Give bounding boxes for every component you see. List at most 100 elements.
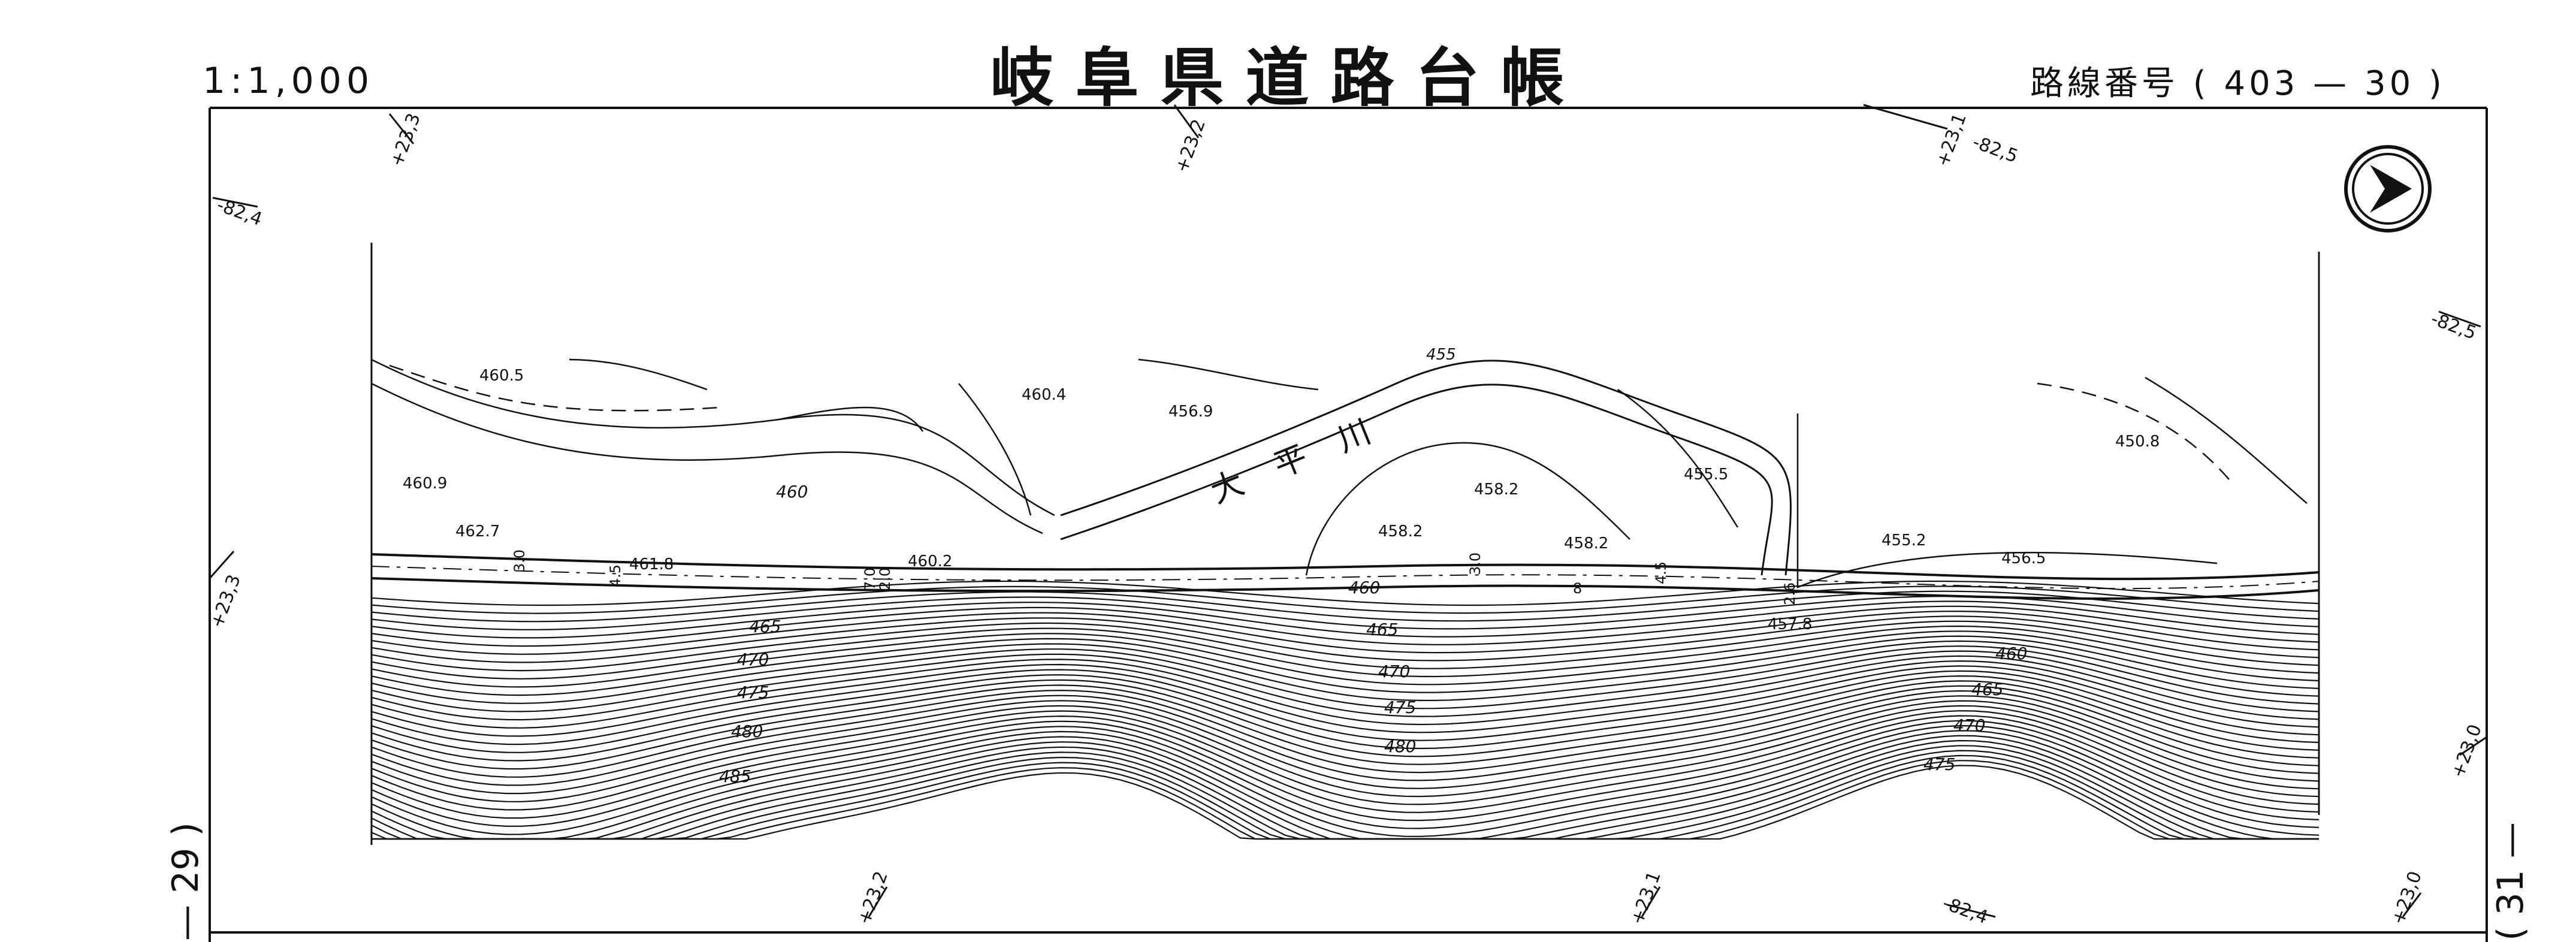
contour-line: [371, 680, 2320, 770]
width-mark: 8: [1573, 580, 1582, 597]
elevation-label: 458.2: [1378, 523, 1423, 541]
contour-line: [371, 715, 2320, 827]
contour-line: [371, 590, 2320, 623]
contour-line: [371, 675, 2320, 762]
contour-line: [371, 655, 2320, 729]
width-mark: 4.5: [1653, 561, 1669, 584]
width-mark: 3.0: [1467, 552, 1484, 575]
contour-line: [371, 630, 2320, 688]
contour-label: 470: [737, 650, 769, 669]
grid-label: -82,4: [214, 195, 265, 230]
road: [371, 553, 2320, 600]
contour-label: 460: [1995, 644, 2027, 663]
elevation-label: 460.9: [403, 475, 447, 493]
contour-line: [372, 765, 2319, 840]
elevation-label: 460.4: [1022, 386, 1066, 404]
contour-label: 470: [1953, 715, 1985, 735]
contour-line: [371, 700, 2320, 802]
terrain-lines: [371, 358, 2308, 588]
map-scale: 1:1,000: [203, 60, 375, 102]
elevation-label: 460.5: [479, 367, 524, 385]
contour-line: [371, 660, 2320, 737]
grid-label: +23,2: [1171, 116, 1210, 175]
elevation-label: 457.8: [1768, 615, 1812, 633]
elevation-label: 462.7: [455, 523, 500, 541]
contour-label: 460: [776, 482, 808, 502]
grid-label: +23,0: [2388, 868, 2426, 927]
grid-label: +23,1: [1627, 868, 1665, 927]
grid-label: -82,4: [1940, 893, 1991, 928]
contour-line: [371, 585, 2320, 614]
contour-line: [371, 705, 2320, 811]
contour-label: 465: [1971, 680, 2003, 699]
contour-line: [371, 685, 2320, 778]
contour-line: [371, 620, 2320, 672]
elevation-label: 450.8: [2115, 433, 2160, 451]
elevation-label: 455.2: [1882, 532, 1926, 550]
elevation-label: 460.2: [908, 552, 952, 570]
contour-label: 475: [1384, 698, 1416, 717]
grid-label: +23,2: [854, 868, 892, 927]
contour-line: [371, 605, 2320, 647]
width-mark: 2.6: [1781, 582, 1798, 605]
contour-line: [371, 580, 2320, 606]
contour-line: [371, 735, 2319, 840]
elevation-label: 456.5: [2001, 550, 2046, 567]
grid-label: -82,5: [1970, 132, 2021, 167]
route-number: 路線番号 ( 403 — 30 ): [2030, 64, 2445, 103]
contour-line: [372, 754, 2319, 840]
river-daihira: [1060, 360, 1792, 576]
road-width-marks: 3.0 4.5 7.0 2.0 3.0 4.5 2.6 8: [511, 550, 1798, 605]
contour-label: 480: [731, 721, 763, 741]
contour-line: [371, 615, 2320, 663]
elevation-label: 456.9: [1168, 403, 1213, 421]
contour-line: [371, 650, 2320, 721]
contour-label: 485: [719, 766, 751, 786]
contour-line: [371, 610, 2320, 655]
contour-label: 465: [749, 617, 781, 636]
grid-label: +23,3: [207, 572, 245, 630]
river-name: 大平川: [1205, 399, 1409, 511]
contour-label: 475: [1923, 754, 1955, 774]
width-mark: 4.5: [607, 564, 624, 587]
right-page-ref: ( 31 —: [2490, 822, 2532, 941]
contour-line: [371, 695, 2320, 795]
contour-label: 465: [1366, 620, 1398, 639]
grid-labels: +23,3 +23,2 +23,1 -82,5 -82,4 +23,3 -82,…: [207, 110, 2486, 928]
contour-line: [371, 665, 2320, 745]
width-mark: 3.0: [511, 550, 528, 572]
contour-label: 470: [1378, 662, 1410, 681]
contour-labels: 460 460 460 465 465 465 470 470 470 475 …: [719, 482, 2027, 786]
elevation-label: 458.2: [1564, 535, 1608, 552]
contour-line: [371, 730, 2320, 840]
contour-line: [371, 635, 2320, 696]
spot-elevations: 460.5 460.9 462.7 461.8 460.4 456.9 460.…: [403, 346, 2160, 633]
contour-line: [371, 640, 2320, 704]
contour-line: [371, 625, 2320, 680]
contour-label: 475: [737, 683, 769, 702]
grid-label: +23,3: [386, 110, 425, 169]
north-arrow-icon: [2344, 145, 2432, 233]
grid-label: +23,0: [2448, 721, 2486, 780]
contour-lines: [371, 580, 2320, 840]
contour-line: [371, 710, 2320, 819]
contour-line: [371, 724, 2320, 840]
left-page-ref: — 29 ): [165, 822, 207, 941]
contour-line: [371, 600, 2320, 639]
contour-label: 480: [1384, 736, 1416, 756]
contour-label: 460: [1348, 578, 1380, 597]
grid-label: +23,1: [1932, 110, 1971, 169]
elevation-label: 461.8: [629, 555, 674, 573]
contour-line: [371, 645, 2320, 712]
elevation-label: 455: [1426, 346, 1456, 364]
contour-line: [371, 720, 2320, 835]
sheet-frame: [209, 107, 2488, 942]
grid-ticks: [209, 104, 2487, 918]
ledger-title: 岐阜県道路台帳: [990, 40, 1586, 115]
grid-label: -82,5: [2428, 309, 2479, 344]
map-boundary: [370, 243, 2320, 845]
width-mark: 7.0: [862, 567, 878, 590]
contour-line: [371, 690, 2320, 786]
width-mark: 2.0: [877, 567, 893, 590]
